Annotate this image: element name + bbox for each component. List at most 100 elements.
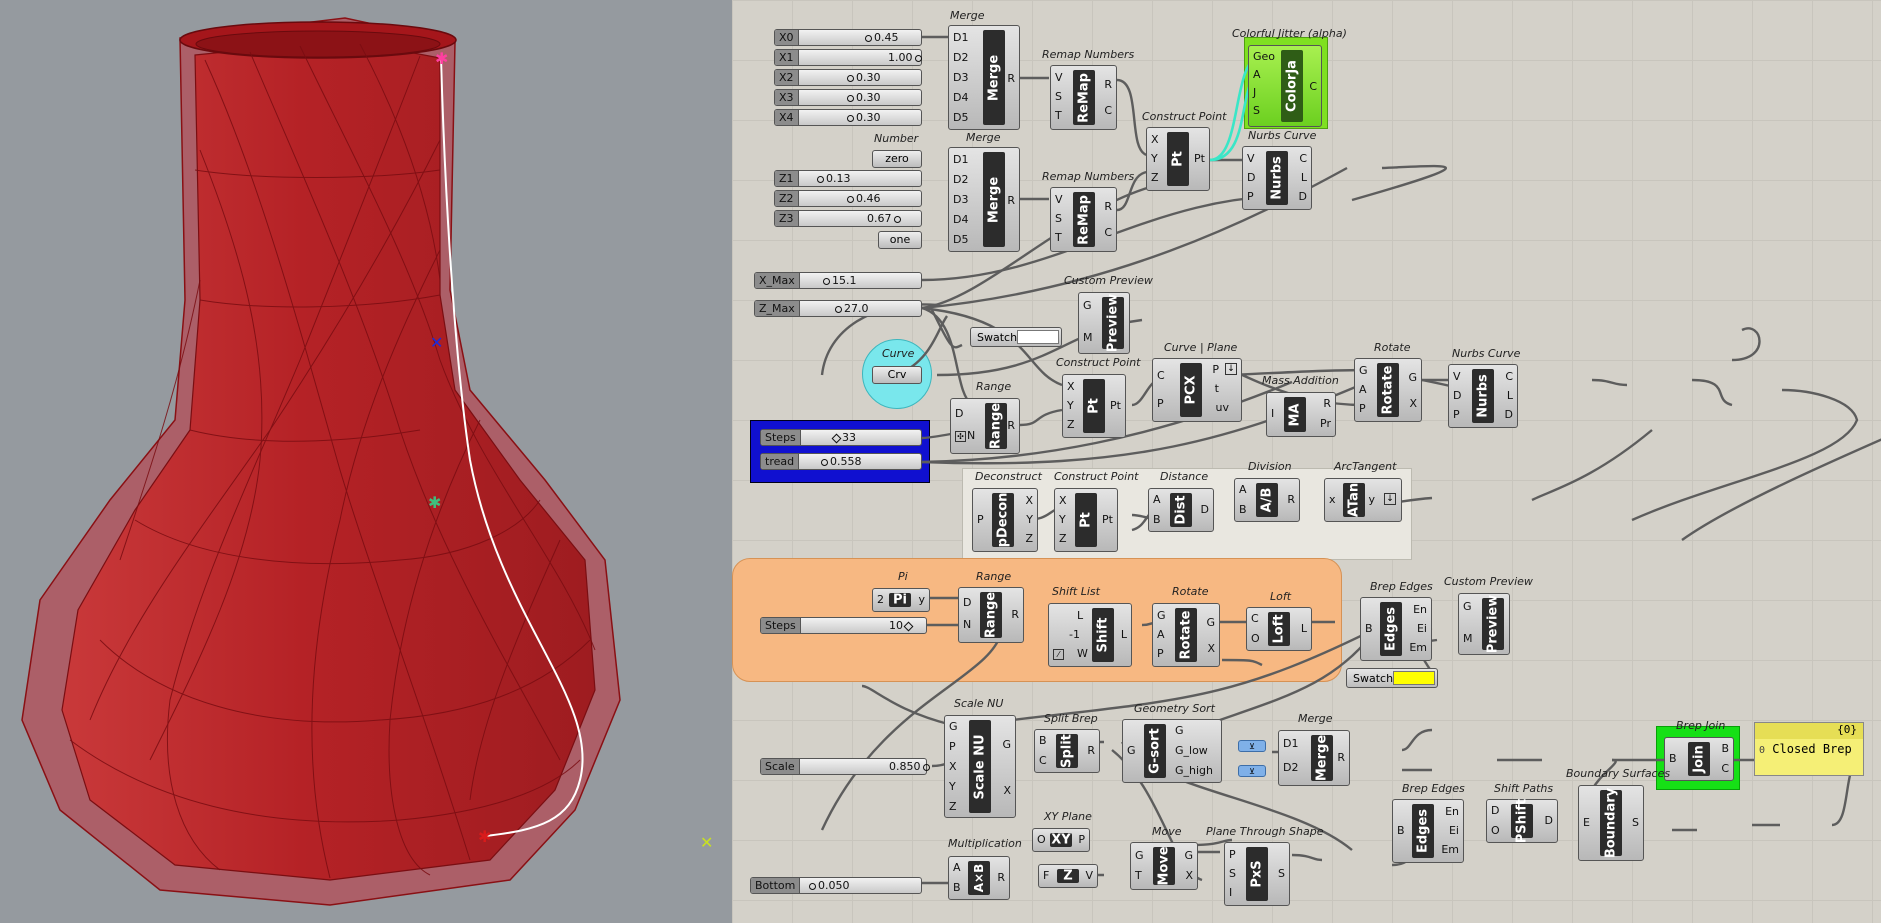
range1-component[interactable]: D N ✣ Range R bbox=[950, 398, 1020, 454]
atan-component[interactable]: x ATan y ↓ bbox=[1324, 478, 1402, 522]
pxs-component[interactable]: P S I PxS S bbox=[1224, 842, 1290, 906]
number-zero[interactable]: zero bbox=[872, 150, 922, 168]
merge1-component[interactable]: D1 D2 D3 D4 D5 Merge R bbox=[948, 25, 1020, 130]
merge3-component[interactable]: D1 D2 Merge R bbox=[1278, 730, 1350, 786]
boundary-component[interactable]: E Boundary S bbox=[1578, 785, 1644, 861]
jitter-title: Colorful Jitter (alpha) bbox=[1232, 27, 1347, 40]
panel-text: Closed Brep bbox=[1772, 742, 1852, 756]
edges1-component[interactable]: B Edges En Ei Em bbox=[1360, 597, 1432, 661]
remap1-title: Remap Numbers bbox=[1042, 48, 1135, 61]
dist-component[interactable]: A B Dist D bbox=[1148, 488, 1214, 532]
xy-component[interactable]: O XY P bbox=[1032, 828, 1090, 852]
rotate2-title: Rotate bbox=[1172, 585, 1209, 598]
swatch-yellow-color[interactable] bbox=[1393, 671, 1435, 685]
swatch-yellow[interactable]: Swatch bbox=[1346, 668, 1438, 688]
jitter-component[interactable]: Geo A J S ColorJa C bbox=[1248, 45, 1322, 127]
mass-component[interactable]: I MA R Pr bbox=[1266, 392, 1336, 437]
split-title: Split Brep bbox=[1044, 712, 1098, 725]
remap2-title: Remap Numbers bbox=[1042, 170, 1135, 183]
cpt2-title: Construct Point bbox=[1056, 356, 1141, 369]
relay-icon-low[interactable]: ⊻ bbox=[1238, 740, 1266, 752]
merge2-component[interactable]: D1 D2 D3 D4 D5 Merge R bbox=[948, 147, 1020, 252]
loft-title: Loft bbox=[1270, 590, 1292, 603]
div-title: Division bbox=[1248, 460, 1292, 473]
toggle-icon[interactable]: ⁄ bbox=[1053, 649, 1064, 660]
rotate1-component[interactable]: G A P Rotate G X bbox=[1354, 358, 1422, 422]
point-marker-lime: ✕ bbox=[700, 833, 713, 852]
gsort-component[interactable]: G G-sort G G_low G_high bbox=[1122, 719, 1222, 783]
merge3-title: Merge bbox=[1298, 712, 1333, 725]
profile-curve bbox=[440, 57, 584, 837]
edges2-title: Brep Edges bbox=[1402, 782, 1465, 795]
flatten-icon-atan[interactable]: ↓ bbox=[1384, 493, 1396, 505]
pcx-component[interactable]: C P PCX P t uv ↓ bbox=[1152, 358, 1242, 422]
rhino-viewport[interactable]: ✱ ✕ ✱ ✱ ✕ bbox=[0, 0, 732, 923]
rotate1-title: Rotate bbox=[1374, 341, 1411, 354]
shift-title: Shift List bbox=[1052, 585, 1100, 598]
range2-component[interactable]: D N Range R bbox=[958, 587, 1024, 643]
nurbs1-title: Nurbs Curve bbox=[1248, 129, 1317, 142]
div-component[interactable]: A B A/B R bbox=[1234, 478, 1300, 522]
dist-title: Distance bbox=[1160, 470, 1209, 483]
cpt1-title: Construct Point bbox=[1142, 110, 1227, 123]
scalenu-component[interactable]: G P X Y Z Scale NU G X bbox=[944, 715, 1016, 818]
graft-icon[interactable]: ✣ bbox=[955, 431, 966, 442]
cpt1-component[interactable]: X Y Z Pt Pt bbox=[1146, 127, 1210, 191]
preview2-title: Custom Preview bbox=[1444, 575, 1533, 588]
nurbs2-component[interactable]: V D P Nurbs C L D bbox=[1448, 364, 1518, 428]
merge1-title: Merge bbox=[950, 9, 985, 22]
curve-param[interactable]: Crv bbox=[872, 366, 922, 384]
pi-component[interactable]: 2 Pi y bbox=[872, 588, 930, 612]
vase-render: ✱ ✕ ✱ ✱ ✕ bbox=[21, 17, 713, 906]
panel-path: {0} bbox=[1755, 723, 1863, 739]
shift-component[interactable]: L -1 W ⁄ Shift L bbox=[1048, 603, 1132, 667]
move-component[interactable]: G T Move G X bbox=[1130, 842, 1198, 890]
point-marker-blue: ✕ bbox=[430, 333, 443, 352]
relay-icon-high[interactable]: ⊻ bbox=[1238, 765, 1266, 777]
cpt2-component[interactable]: X Y Z Pt Pt bbox=[1062, 374, 1126, 438]
mult-component[interactable]: A B A×B R bbox=[948, 856, 1010, 900]
preview1-component[interactable]: G M Preview bbox=[1078, 292, 1130, 354]
join-title: Brep Join bbox=[1676, 719, 1726, 732]
rotate2-component[interactable]: G A P Rotate G X bbox=[1152, 603, 1220, 667]
edges2-component[interactable]: B Edges En Ei Em bbox=[1392, 799, 1464, 863]
swatch-white[interactable]: Swatch bbox=[970, 327, 1062, 347]
unit-z-component[interactable]: F Z V bbox=[1038, 864, 1098, 888]
flatten-icon[interactable]: ↓ bbox=[1225, 363, 1237, 375]
remap1-component[interactable]: V S T ReMap R C bbox=[1050, 65, 1117, 130]
output-panel[interactable]: {0} 0 Closed Brep bbox=[1754, 722, 1864, 776]
swatch-white-color[interactable] bbox=[1017, 330, 1059, 344]
number-one[interactable]: one bbox=[878, 231, 922, 249]
curve-title: Curve bbox=[882, 347, 915, 360]
number-title: Number bbox=[874, 132, 919, 145]
loft-component[interactable]: C O Loft L bbox=[1246, 607, 1312, 651]
join-component[interactable]: B Join B C bbox=[1664, 737, 1734, 781]
cpt3-component[interactable]: X Y Z Pt Pt bbox=[1054, 488, 1118, 552]
preview2-component[interactable]: G M Preview bbox=[1458, 593, 1510, 655]
remap2-component[interactable]: V S T ReMap R C bbox=[1050, 187, 1117, 252]
split-component[interactable]: B C Split R bbox=[1034, 729, 1100, 773]
range1-title: Range bbox=[976, 380, 1012, 393]
preview1-title: Custom Preview bbox=[1064, 274, 1153, 287]
cpt3-title: Construct Point bbox=[1054, 470, 1139, 483]
scalenu-title: Scale NU bbox=[954, 697, 1004, 710]
pdecon-component[interactable]: P pDecon X Y Z bbox=[972, 488, 1038, 552]
shiftp-component[interactable]: D O PShift D bbox=[1486, 799, 1558, 843]
nurbs1-component[interactable]: V D P Nurbs C L D bbox=[1242, 146, 1312, 210]
